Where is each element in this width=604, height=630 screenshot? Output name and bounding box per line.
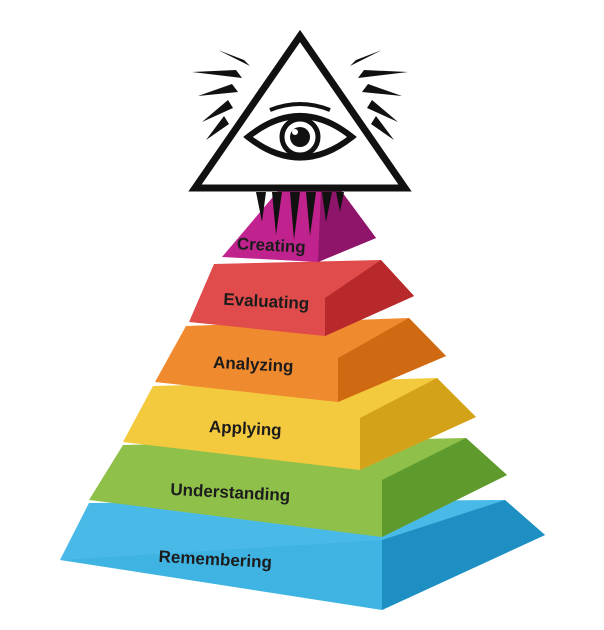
pyramid-level-analyzing: Analyzing: [155, 318, 446, 402]
level-remembering-side: [382, 500, 545, 610]
pyramid-level-applying: Applying: [123, 378, 476, 470]
pyramid-level-remembering: Remembering: [60, 500, 545, 610]
level-evaluating-side: [325, 260, 414, 336]
pyramid-level-evaluating: Evaluating: [189, 260, 414, 336]
level-analyzing-side: [338, 318, 446, 402]
level-evaluating-label: Evaluating: [223, 290, 310, 313]
level-creating-label: Creating: [236, 234, 306, 257]
level-applying-side: [360, 378, 476, 470]
level-analyzing-label: Analyzing: [213, 353, 294, 376]
level-understanding-side: [382, 438, 507, 537]
pyramid-level-understanding: Understanding: [89, 438, 507, 537]
level-applying-label: Applying: [208, 417, 282, 440]
eye-of-providence-icon: [188, 29, 412, 240]
